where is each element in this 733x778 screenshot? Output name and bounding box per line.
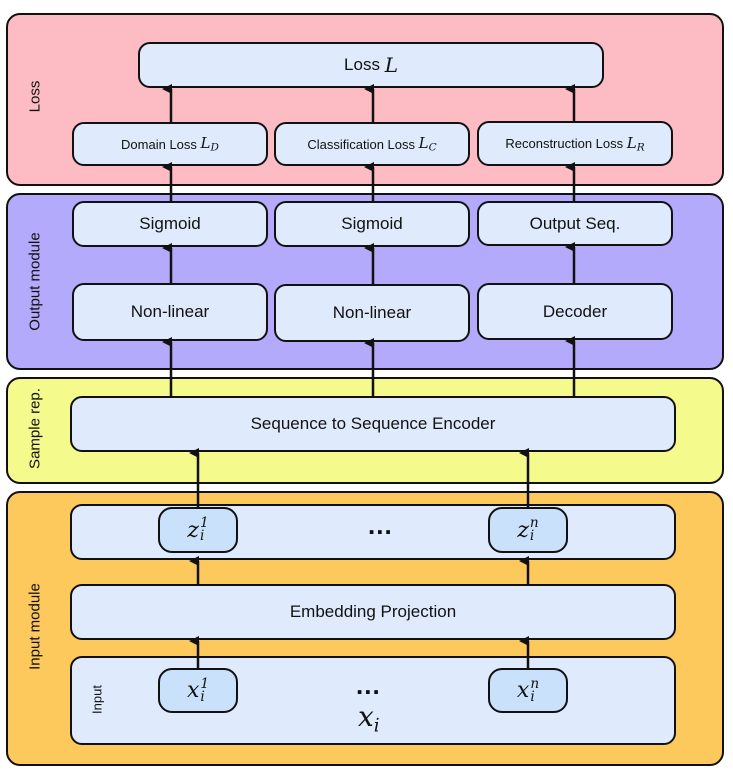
reconstruction-loss-subscript: R [636, 141, 645, 154]
input-token-last-sub: i [530, 688, 535, 705]
non-linear-box-1: Non-linear [72, 283, 268, 341]
sigmoid-box-2: Sigmoid [274, 201, 470, 247]
embedded-ellipsis: ... [368, 510, 393, 540]
input-token-first-sup: 1 [200, 675, 210, 692]
embedded-token-last-sup: n [529, 515, 539, 532]
reconstruction-loss-symbol: L [626, 133, 637, 152]
total-loss-symbol: L [384, 53, 398, 77]
input-ellipsis: ... [356, 670, 381, 700]
embedded-token-first-symbol: z [187, 517, 199, 543]
input-token-last-symbol: x [516, 678, 530, 703]
total-loss-label: Loss [344, 55, 380, 74]
input-token-first-symbol: x [186, 678, 200, 703]
seq2seq-encoder-box: Sequence to Sequence Encoder [70, 396, 676, 452]
embedding-projection-box: Embedding Projection [70, 584, 676, 640]
output-seq-box: Output Seq. [477, 201, 673, 246]
input-sequence-symbol: xi [358, 700, 380, 736]
input-sequence-subscript: i [373, 715, 380, 737]
domain-loss-symbol: L [200, 134, 211, 153]
reconstruction-loss-label: Reconstruction Loss [505, 136, 624, 151]
classification-loss-subscript: C [428, 141, 437, 154]
embedded-token-last-symbol: z [517, 517, 529, 543]
embedded-token-first-sup: 1 [199, 515, 209, 532]
input-token-last-sup: n [530, 675, 540, 692]
input-token-first-sub: i [200, 688, 205, 705]
domain-loss-subscript: D [210, 141, 219, 154]
input-sequence-x: x [358, 700, 374, 733]
classification-loss-symbol: L [418, 134, 429, 153]
decoder-box: Decoder [477, 283, 673, 340]
classification-loss-box: Classification Loss LC [274, 122, 470, 166]
embedded-token-last-sub: i [529, 528, 535, 544]
domain-loss-label: Domain Loss [121, 136, 197, 152]
classification-loss-label: Classification Loss [307, 136, 415, 152]
non-linear-box-2: Non-linear [274, 284, 470, 342]
reconstruction-loss-box: Reconstruction Loss LR [477, 121, 673, 166]
embedded-token-first-sub: i [199, 528, 205, 544]
sigmoid-box-1: Sigmoid [72, 201, 268, 247]
